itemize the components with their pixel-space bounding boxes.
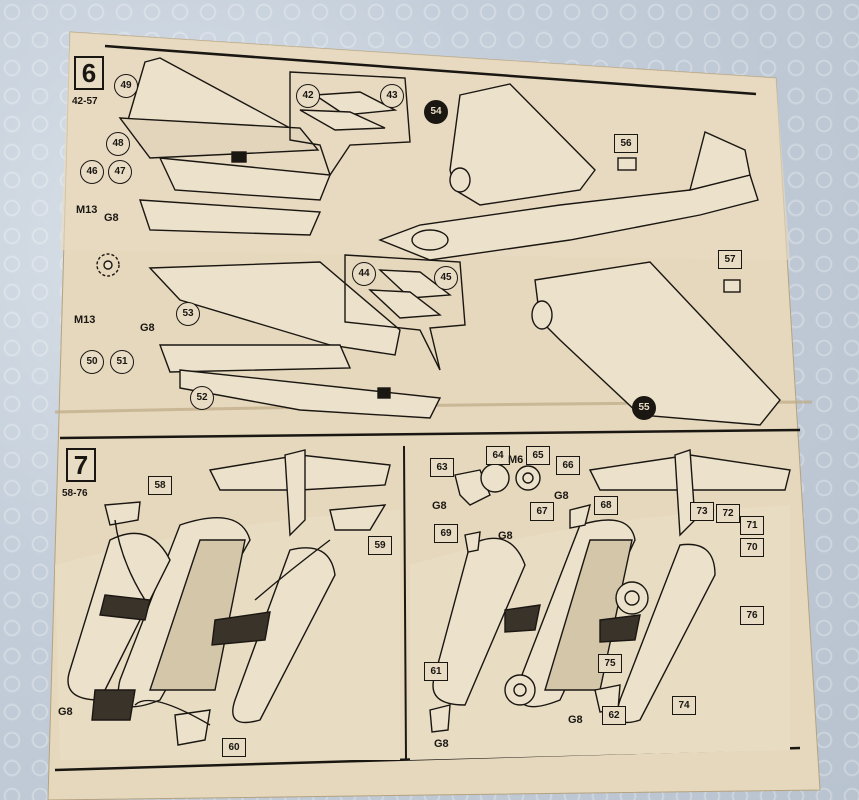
- part-50: 50: [80, 350, 104, 374]
- part-63: 63: [430, 458, 454, 477]
- part-46: 46: [80, 160, 104, 184]
- part-73: 73: [690, 502, 714, 521]
- code-g8-left: G8: [58, 706, 73, 718]
- part-70: 70: [740, 538, 764, 557]
- nacelle-left-2: [232, 547, 336, 724]
- fuselage: [378, 174, 759, 261]
- part-43: 43: [380, 84, 404, 108]
- step7-range: 58-76: [62, 488, 88, 499]
- part-52: 52: [190, 386, 214, 410]
- code-g8-lower: G8: [140, 322, 155, 334]
- part-71: 71: [740, 516, 764, 535]
- code-g8-upper: G8: [104, 212, 119, 224]
- fin: [689, 131, 751, 191]
- part-53: 53: [176, 302, 200, 326]
- part-65: 65: [526, 446, 550, 465]
- nacelle-right-1: [432, 537, 526, 706]
- part-59: 59: [368, 536, 392, 555]
- step6-top-rule: [104, 44, 757, 96]
- step6-artwork: [96, 57, 781, 426]
- part-54: 54: [424, 100, 448, 124]
- part-55: 55: [632, 396, 656, 420]
- part-66: 66: [556, 456, 580, 475]
- part-48: 48: [106, 132, 130, 156]
- part-56: 56: [614, 134, 638, 153]
- code-g8-67: G8: [498, 530, 513, 542]
- wing-right-top: [449, 83, 596, 206]
- step7-left-artwork: [55, 449, 400, 760]
- wing-lower-left: [148, 261, 401, 356]
- part-74: 74: [672, 696, 696, 715]
- part-58: 58: [148, 476, 172, 495]
- part-69: 69: [434, 524, 458, 543]
- part-45: 45: [434, 266, 458, 290]
- step7-number: 7: [66, 448, 96, 482]
- code-m6: M6: [508, 454, 524, 466]
- code-g8-61: G8: [434, 738, 449, 750]
- part-60: 60: [222, 738, 246, 757]
- step6-range: 42-57: [72, 96, 98, 107]
- step7-top-rule: [59, 428, 801, 440]
- part-64: 64: [486, 446, 510, 465]
- step6-number: 6: [74, 56, 104, 90]
- code-g8-66: G8: [554, 490, 569, 502]
- part-76: 76: [740, 606, 764, 625]
- code-g8-63: G8: [432, 500, 447, 512]
- part-72: 72: [716, 504, 740, 523]
- part-62: 62: [602, 706, 626, 725]
- part-42: 42: [296, 84, 320, 108]
- part-68: 68: [594, 496, 618, 515]
- part-61: 61: [424, 662, 448, 681]
- part-49: 49: [114, 74, 138, 98]
- part-51: 51: [110, 350, 134, 374]
- code-m13-lower: M13: [74, 314, 96, 326]
- part-47: 47: [108, 160, 132, 184]
- step7-divider: [403, 445, 407, 761]
- code-g8-62: G8: [568, 714, 583, 726]
- part-75: 75: [598, 654, 622, 673]
- part-57: 57: [718, 250, 742, 269]
- part-67: 67: [530, 502, 554, 521]
- part-44: 44: [352, 262, 376, 286]
- code-m13-upper: M13: [76, 204, 98, 216]
